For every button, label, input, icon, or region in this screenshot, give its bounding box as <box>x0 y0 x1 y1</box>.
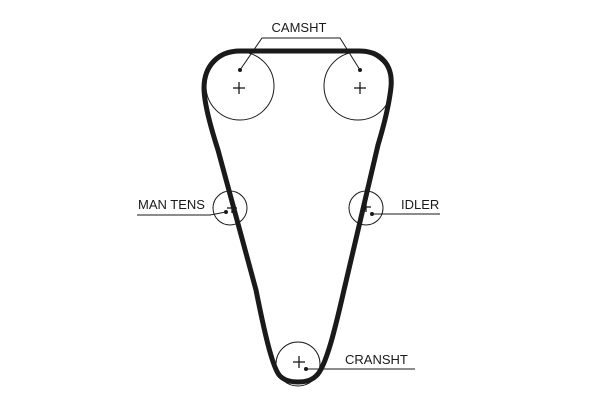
camshaft-left-center-icon <box>233 82 245 94</box>
crankshaft-leader-dot <box>304 367 308 371</box>
camshaft-left-leader-dot <box>238 68 242 72</box>
timing-belt <box>201 48 394 385</box>
manual-tensioner-label: MAN TENS <box>138 197 205 212</box>
idler-label: IDLER <box>401 197 439 212</box>
camshaft-right-center-icon <box>354 82 366 94</box>
camshaft-leader-line <box>239 37 361 71</box>
crankshaft-center-icon <box>293 356 305 368</box>
manual-tensioner-leader-line <box>137 211 227 216</box>
idler-center-icon <box>361 202 371 212</box>
camshaft-right-leader-dot <box>358 68 362 72</box>
crankshaft-label: CRANSHT <box>345 352 408 367</box>
idler-leader-dot <box>370 212 374 216</box>
manual-tensioner-center-icon <box>227 203 237 213</box>
camshaft-label: CAMSHT <box>272 20 327 35</box>
manual-tensioner-leader-dot <box>224 210 228 214</box>
camshaft-right-pulley <box>323 51 393 121</box>
